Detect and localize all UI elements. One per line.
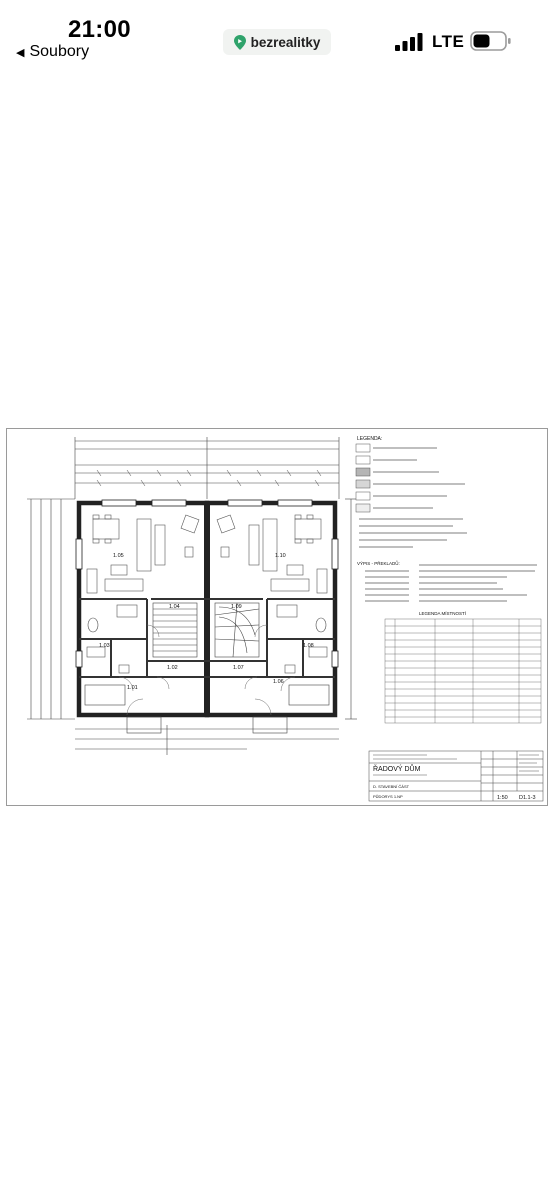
- app-pill[interactable]: bezrealitky: [223, 29, 331, 55]
- top-dimension-ticks: [96, 469, 322, 487]
- rooms-legend-title: LEGENDA MÍSTNOSTÍ: [419, 610, 467, 616]
- living-furniture-right: [216, 514, 328, 594]
- top-dimension-lines: [74, 437, 340, 499]
- lintel-list-title: VÝPIS - PŘEKLADŮ:: [357, 559, 400, 566]
- sanitary-fixtures: [86, 604, 328, 674]
- sheet-number: D1.1-3: [519, 795, 536, 801]
- floor-plan-image[interactable]: 1.05 1.10 1.04 1.09 1.03 1.08 1.02 1.07 …: [6, 428, 548, 806]
- room-1-02: 1.02: [167, 665, 178, 671]
- back-to-files-link[interactable]: ◀ Soubory: [16, 43, 89, 61]
- lintel-list-lines: [365, 564, 537, 602]
- interior-walls: [79, 598, 335, 678]
- room-1-04: 1.04: [169, 604, 180, 610]
- cellular-signal-icon: [395, 33, 423, 51]
- legend-title: LEGENDA:: [357, 436, 382, 442]
- status-bar: 21:00 ◀ Soubory bezrealitky LTE: [0, 0, 554, 70]
- door-swings: [118, 624, 296, 716]
- entrance-steps: [84, 684, 330, 734]
- living-furniture-left: [86, 514, 200, 594]
- room-labels: 1.05 1.10 1.04 1.09 1.03 1.08 1.02 1.07 …: [99, 553, 314, 691]
- legend-text-lines: [359, 447, 467, 548]
- legend-swatches: [355, 443, 371, 513]
- room-1-01: 1.01: [127, 685, 138, 691]
- back-label: Soubory: [29, 43, 90, 60]
- rooms-table: [384, 618, 542, 724]
- status-time: 21:00: [68, 16, 131, 43]
- right-dimension-lines: [345, 498, 357, 720]
- back-triangle-icon: ◀: [16, 46, 25, 59]
- sheet-scale: 1:50: [497, 795, 508, 801]
- left-dimension-lines: [27, 498, 75, 720]
- sheet-name: PŮDORYS 1.NP: [373, 794, 403, 799]
- battery-icon: [470, 31, 511, 51]
- network-type: LTE: [432, 32, 465, 51]
- bezrealitky-logo-icon: [233, 34, 246, 50]
- bottom-dimension-lines: [75, 725, 339, 755]
- room-1-08: 1.08: [303, 643, 314, 649]
- windows: [75, 499, 339, 668]
- project-title: ŘADOVÝ DŮM: [373, 764, 421, 773]
- room-1-03: 1.03: [99, 643, 110, 649]
- room-1-09: 1.09: [231, 604, 242, 610]
- room-1-06: 1.06: [273, 679, 284, 685]
- app-pill-label: bezrealitky: [250, 34, 321, 50]
- room-1-05: 1.05: [113, 553, 124, 559]
- title-block: [368, 750, 544, 802]
- floor-plan-drawing: 1.05 1.10 1.04 1.09 1.03 1.08 1.02 1.07 …: [7, 429, 547, 805]
- room-1-10: 1.10: [275, 553, 286, 559]
- room-1-07: 1.07: [233, 665, 244, 671]
- stairs: [152, 602, 260, 658]
- title-block-text-lines: [373, 754, 539, 776]
- project-part: D. STAVEBNÍ ČÁST: [373, 784, 410, 789]
